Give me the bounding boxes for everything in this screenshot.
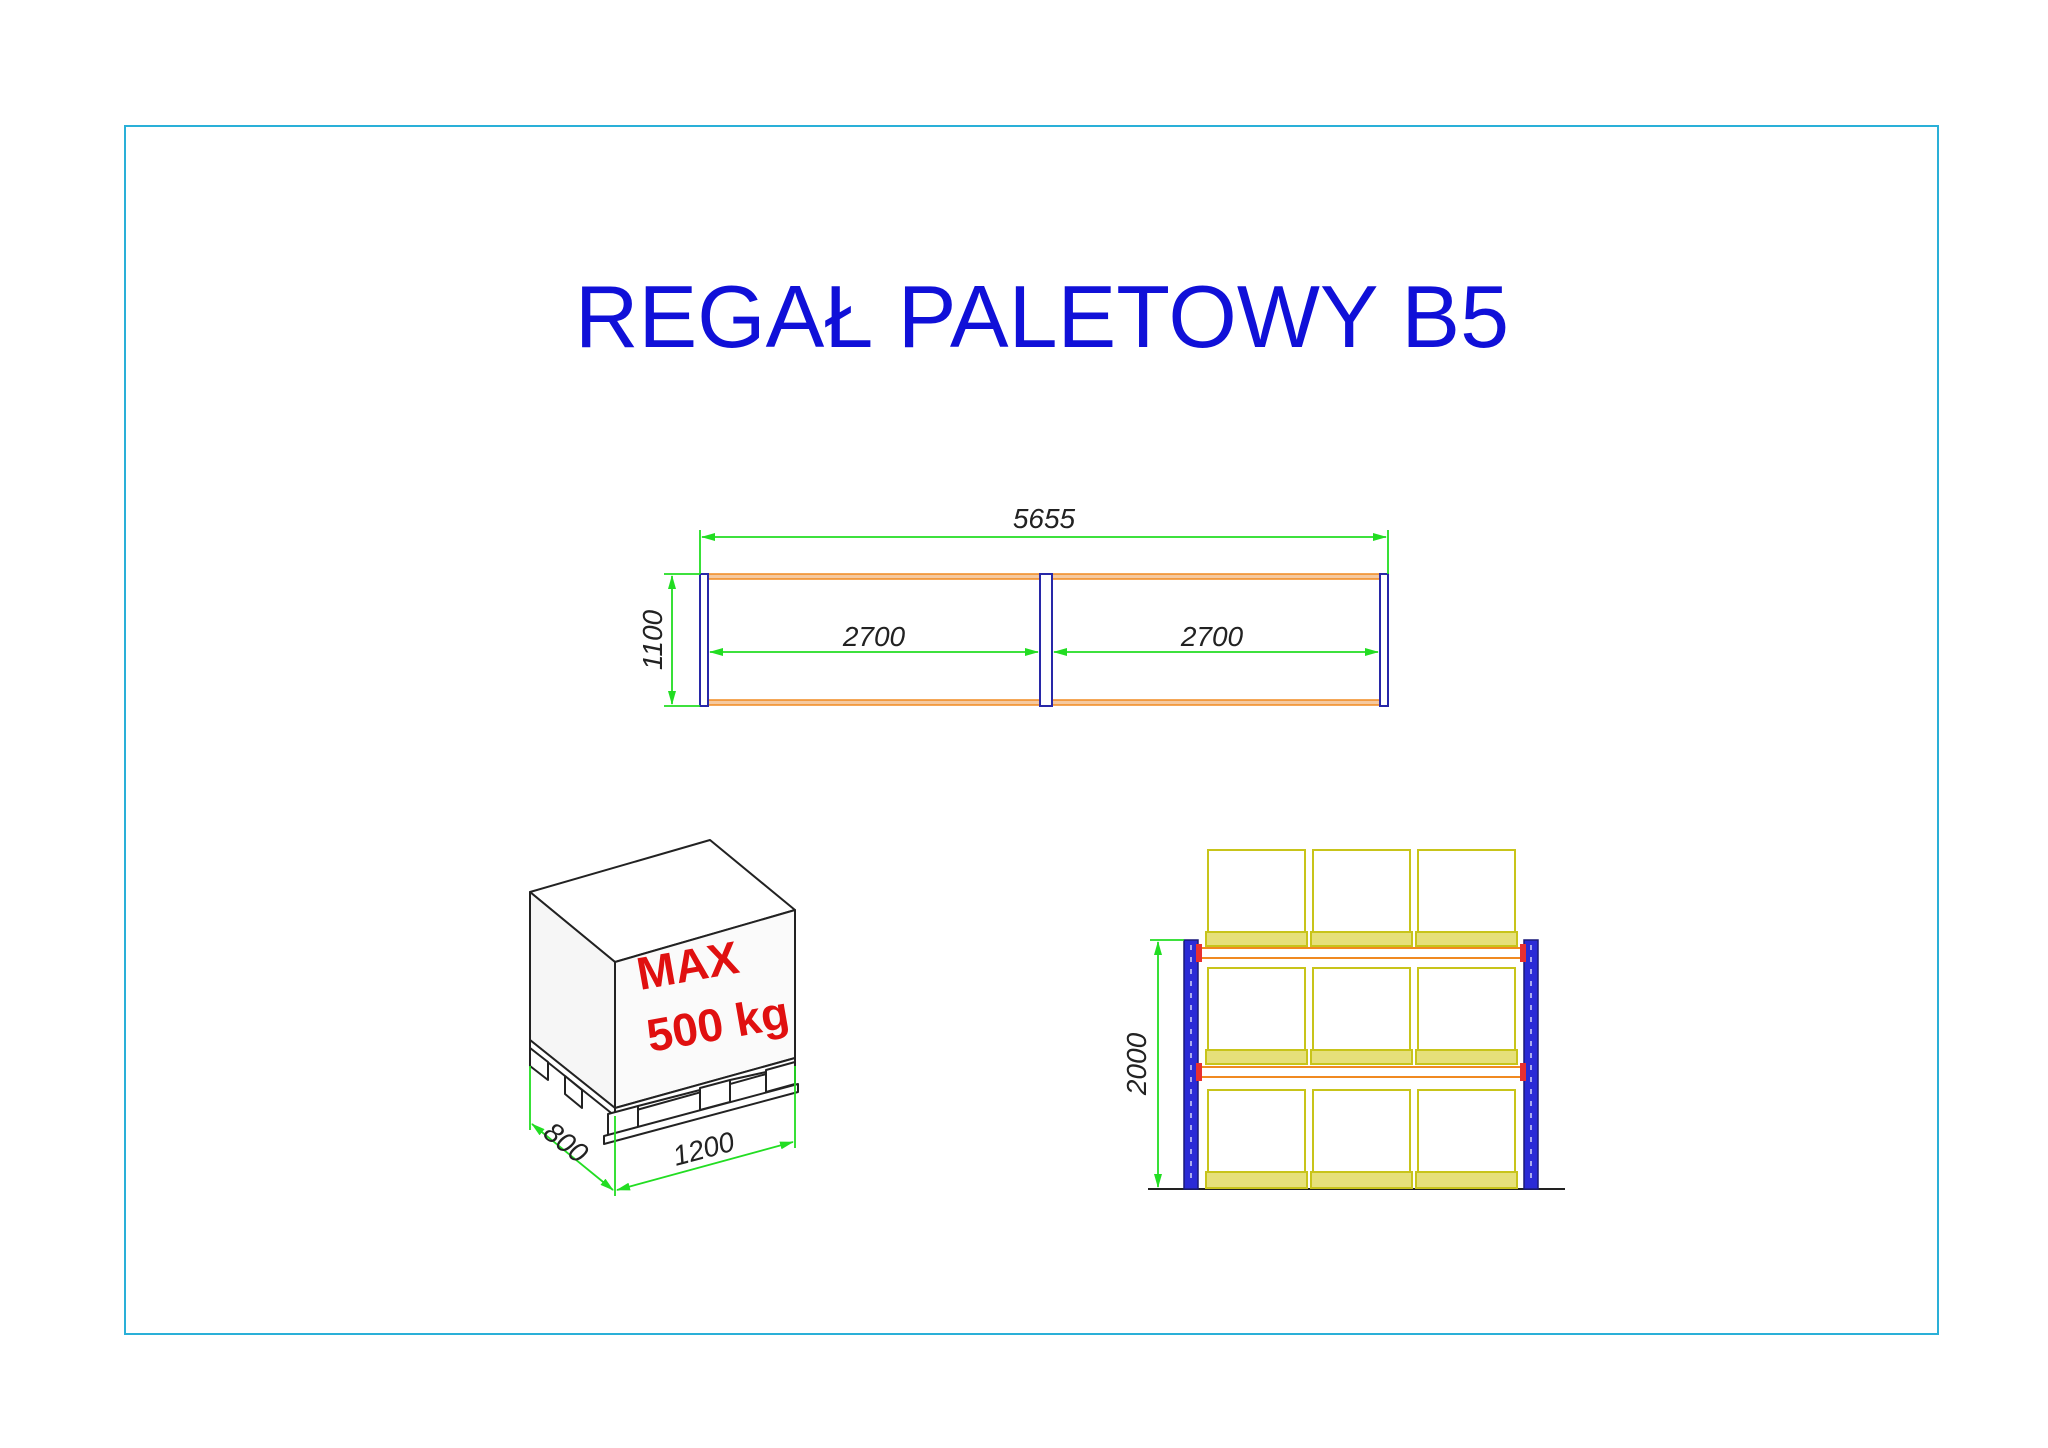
beam-connector xyxy=(1520,944,1526,962)
pallet-unit xyxy=(1415,1049,1518,1065)
load-unit xyxy=(1417,967,1516,1051)
pallet-unit xyxy=(1205,1171,1308,1189)
dimension-depth xyxy=(664,573,700,707)
pallet-side-block-1 xyxy=(529,1047,549,1081)
pallet-unit xyxy=(1415,1171,1518,1189)
load-unit xyxy=(1207,849,1306,933)
load-unit xyxy=(1312,967,1411,1051)
bay-left-label: 2700 xyxy=(842,621,906,652)
upright-right xyxy=(1379,573,1389,707)
pallet-width-label: 800 xyxy=(538,1116,594,1169)
upright-perforations xyxy=(1190,945,1532,1185)
rear-beam-right xyxy=(1051,699,1381,706)
pallet-unit xyxy=(1310,1049,1413,1065)
total-width-label: 5655 xyxy=(1013,503,1076,534)
pallet-length-label: 1200 xyxy=(669,1126,738,1172)
pallet-unit xyxy=(1415,931,1518,947)
upright-left xyxy=(699,573,709,707)
dimension-total-width xyxy=(699,530,1389,574)
beam-connector xyxy=(1520,1063,1526,1081)
upright-middle xyxy=(1039,573,1053,707)
dimension-height xyxy=(1150,939,1184,1188)
front-view: 2000 xyxy=(1121,849,1565,1190)
load-unit xyxy=(1417,1089,1516,1173)
load-unit xyxy=(1312,849,1411,933)
beam-connector xyxy=(1196,1063,1202,1081)
front-beam-upper xyxy=(1197,947,1525,959)
depth-label: 1100 xyxy=(637,609,668,670)
pallet-unit xyxy=(1310,931,1413,947)
dimension-pallet-width xyxy=(529,1066,614,1191)
dimension-pallet-length xyxy=(614,1066,796,1196)
rear-beam-left xyxy=(707,699,1041,706)
pallet-unit xyxy=(1205,931,1308,947)
loads xyxy=(1205,849,1518,1189)
top-view: 5655 1100 2700 2700 xyxy=(637,503,1389,707)
page-title: REGAŁ PALETOWY B5 xyxy=(575,267,1509,366)
bay-right-label: 2700 xyxy=(1180,621,1244,652)
front-beam-lower xyxy=(1197,1066,1525,1078)
load-unit xyxy=(1417,849,1516,933)
pallet-unit xyxy=(1310,1171,1413,1189)
beam-connector xyxy=(1196,944,1202,962)
sheet-frame xyxy=(124,125,1939,1335)
load-unit xyxy=(1312,1089,1411,1173)
load-unit xyxy=(1207,967,1306,1051)
pallet-isometric xyxy=(529,839,799,1145)
load-unit xyxy=(1207,1089,1306,1173)
height-label: 2000 xyxy=(1121,1032,1152,1096)
front-beam-right xyxy=(1051,573,1381,580)
pallet-side-block-2 xyxy=(564,1075,583,1109)
front-beam-left xyxy=(707,573,1041,580)
pallet-unit xyxy=(1205,1049,1308,1065)
